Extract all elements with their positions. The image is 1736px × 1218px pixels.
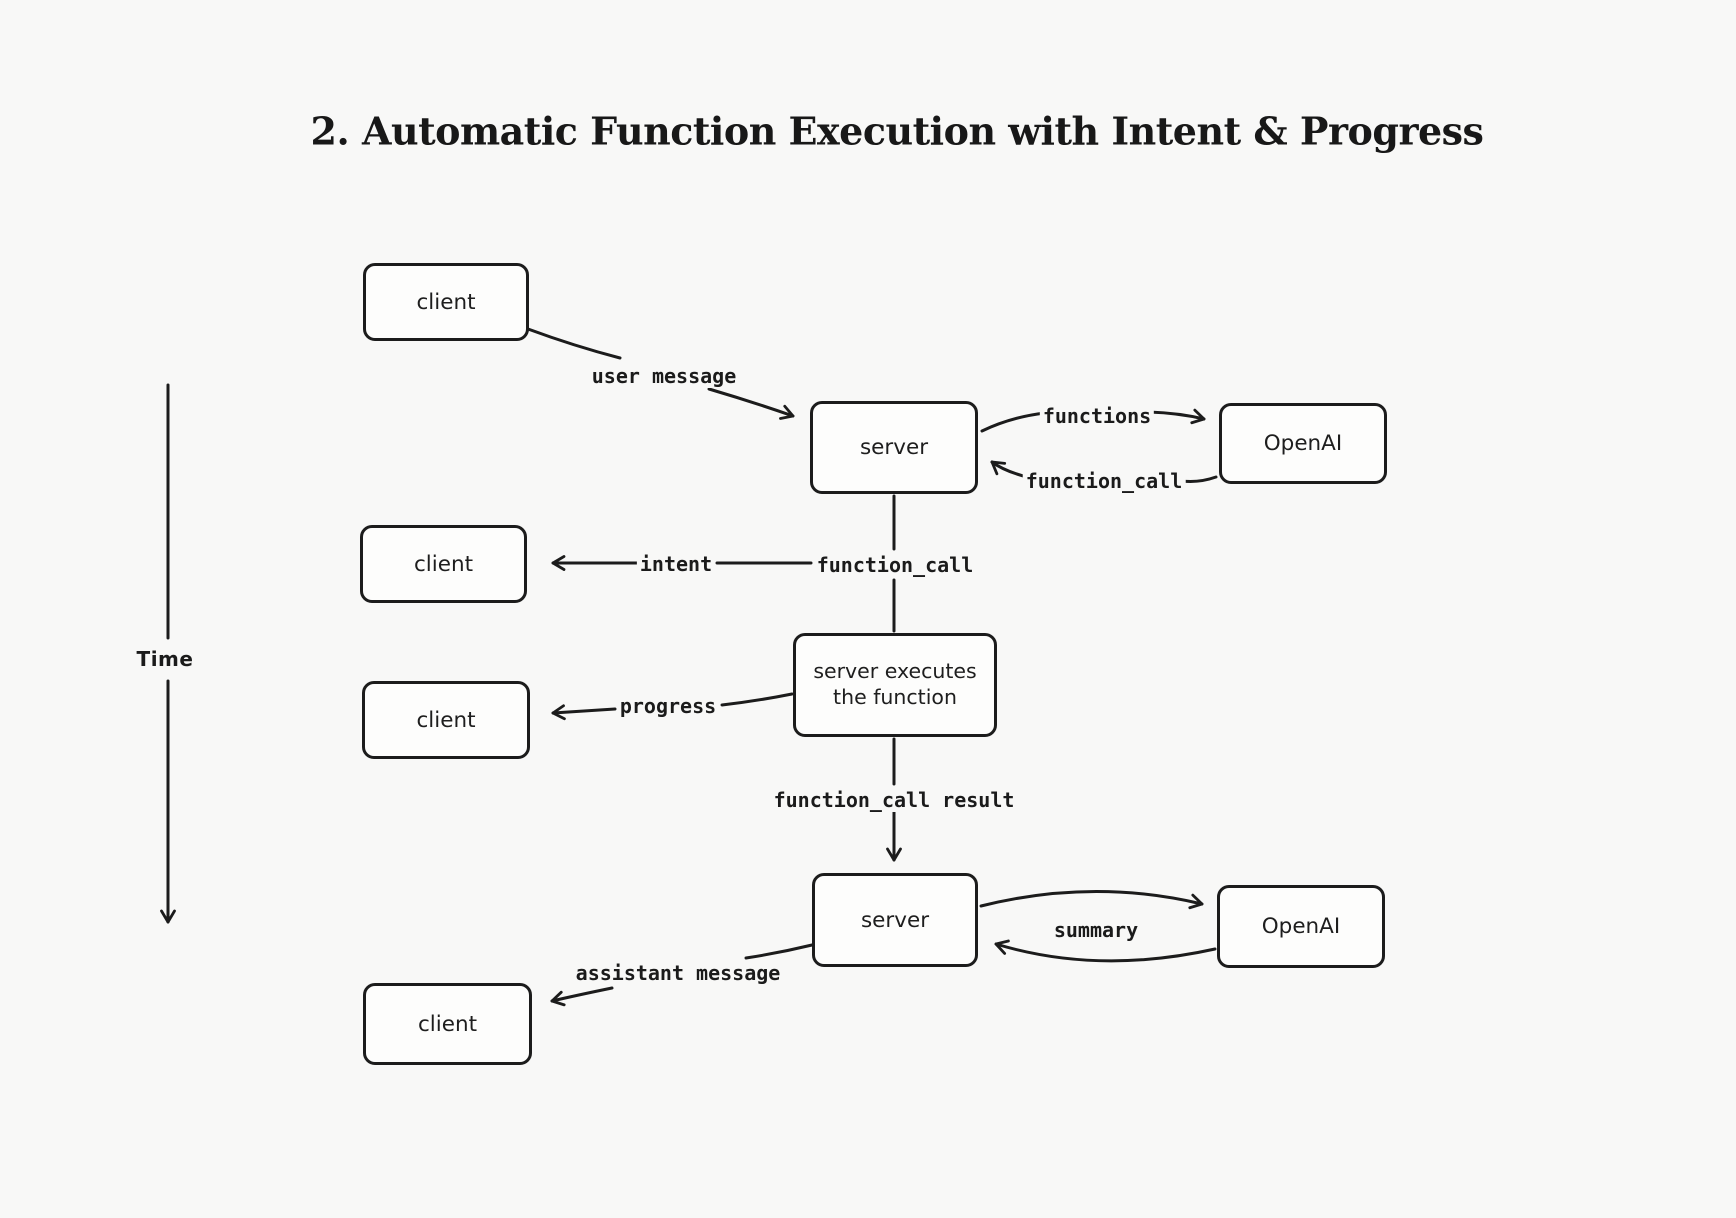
node-client-3: client (362, 681, 530, 759)
node-server-2: server (812, 873, 978, 967)
edge-label-intent: intent (636, 552, 716, 576)
node-client-4: client (363, 983, 532, 1065)
node-server-1: server (810, 401, 978, 494)
edge-label-user-message: user message (588, 364, 740, 388)
edge-label-function-call-return: function_call (1022, 469, 1186, 493)
node-openai-2: OpenAI (1217, 885, 1385, 968)
edge-label-summary: summary (1050, 918, 1142, 942)
node-server-executes: server executes the function (793, 633, 997, 737)
time-axis-label: Time (136, 647, 194, 671)
edge-label-assistant-message: assistant message (572, 961, 784, 985)
node-client-1: client (363, 263, 529, 341)
edge-label-function-call-down: function_call (813, 553, 977, 577)
diagram-title: 2. Automatic Function Execution with Int… (310, 108, 1484, 154)
node-openai-1: OpenAI (1219, 403, 1387, 484)
edge-label-function-call-result: function_call result (770, 788, 1018, 812)
edge-label-progress: progress (616, 694, 720, 718)
node-client-2: client (360, 525, 527, 603)
edge-label-functions: functions (1039, 404, 1155, 428)
